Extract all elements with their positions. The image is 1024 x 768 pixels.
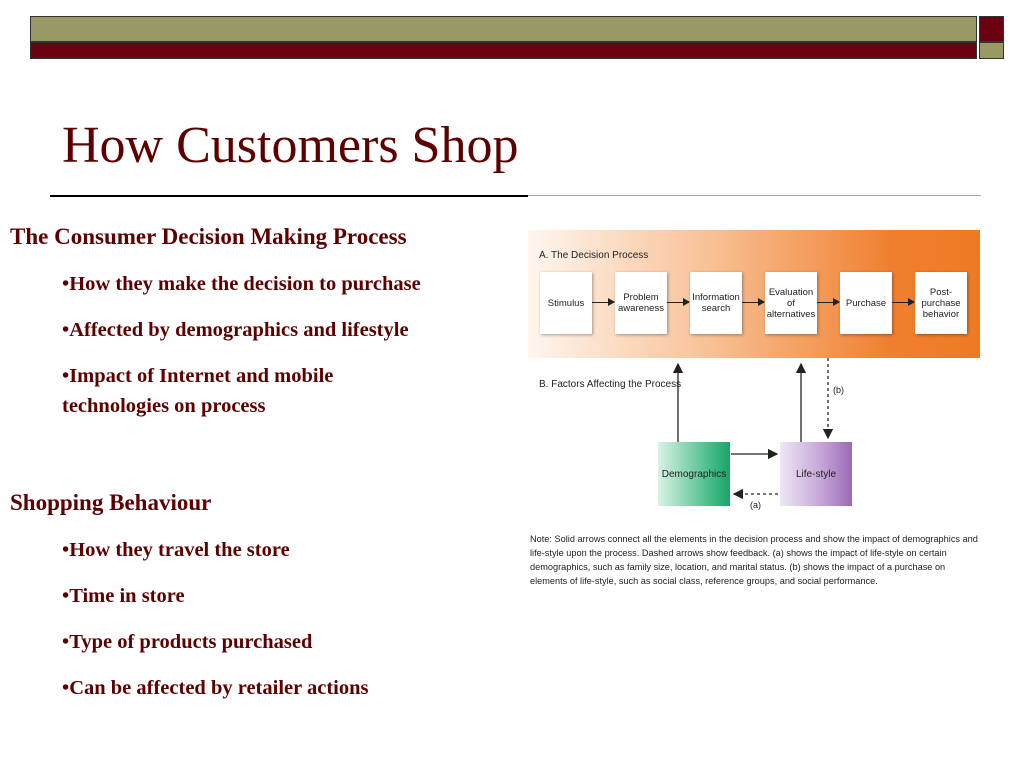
bullet-dot: •	[62, 539, 70, 561]
bullet-dot: •	[62, 677, 70, 699]
flow-arrow	[667, 298, 690, 306]
bullet-item: •Can be affected by retailer actions	[62, 673, 522, 703]
diagram-note: Note: Solid arrows connect all the eleme…	[530, 534, 978, 586]
bullet-text: Time in store	[69, 585, 185, 607]
banner-olive-bar	[30, 16, 977, 42]
decision-process-diagram: A. The Decision Process Stimulus Problem…	[528, 230, 984, 610]
bullet-text: How they travel the store	[69, 539, 290, 561]
demographics-box: Demographics	[658, 442, 730, 506]
header-banner	[30, 16, 1004, 59]
bullet-text: How they make the decision to purchase	[69, 273, 421, 295]
bullet-dot: •	[62, 585, 70, 607]
bullet-item: •Impact of Internet and mobile technolog…	[62, 361, 422, 421]
step-box: Purchase	[840, 272, 892, 334]
bullet-item: •How they make the decision to purchase	[62, 269, 522, 299]
banner-maroon-bar	[30, 42, 977, 59]
bullet-dot: •	[62, 273, 70, 295]
step-box: Post-purchase behavior	[915, 272, 967, 334]
bullet-dot: •	[62, 631, 70, 653]
slide-title: How Customers Shop	[62, 117, 519, 174]
banner-square-bottom	[979, 42, 1004, 59]
step-box: Evaluation of alternatives	[765, 272, 817, 334]
flow-arrow	[592, 298, 615, 306]
title-underline-light	[528, 195, 981, 196]
bullet-dot: •	[62, 365, 70, 387]
flow-arrow	[742, 298, 765, 306]
section-heading-decision-process: The Consumer Decision Making Process	[10, 224, 407, 249]
factor-arrows	[672, 358, 834, 500]
label-b: (b)	[833, 385, 844, 395]
flow-arrow	[817, 298, 840, 306]
section-heading-shopping-behaviour: Shopping Behaviour	[10, 490, 212, 515]
bullet-text: Can be affected by retailer actions	[69, 677, 369, 699]
bullet-item: •Type of products purchased	[62, 627, 522, 657]
step-box: Stimulus	[540, 272, 592, 334]
panel-b-label: B. Factors Affecting the Process	[539, 379, 682, 390]
flow-arrow	[892, 298, 915, 306]
title-underline	[50, 195, 528, 197]
bullet-text: Affected by demographics and lifestyle	[69, 319, 409, 341]
bullet-text: Impact of Internet and mobile technologi…	[62, 365, 334, 417]
label-a: (a)	[750, 500, 761, 510]
lifestyle-box: Life-style	[780, 442, 852, 506]
step-box: Problem awareness	[615, 272, 667, 334]
banner-square-top	[979, 16, 1004, 42]
bullet-item: •Time in store	[62, 581, 522, 611]
bullet-dot: •	[62, 319, 70, 341]
decision-process-panel: A. The Decision Process Stimulus Problem…	[528, 230, 980, 358]
bullet-item: •Affected by demographics and lifestyle	[62, 315, 522, 345]
bullet-text: Type of products purchased	[69, 631, 313, 653]
panel-a-label: A. The Decision Process	[539, 250, 649, 261]
bullet-item: •How they travel the store	[62, 535, 522, 565]
step-box: Information search	[690, 272, 742, 334]
